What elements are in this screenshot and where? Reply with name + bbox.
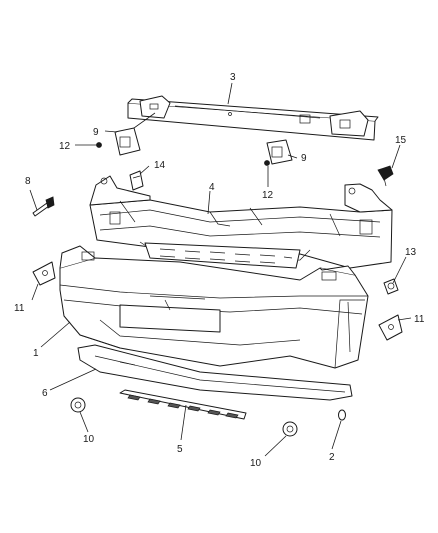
bumper-fascia [59,245,369,369]
callout-15: 15 [395,135,407,146]
leader-lines [29,82,412,457]
callout-8: 8 [25,176,31,187]
lamp-bracket-right [378,314,403,341]
bolt-part-8 [32,196,55,217]
plug-part-2 [338,409,346,421]
upper-crossmember [127,95,379,141]
lamp-bracket-left [32,261,56,286]
callout-2: 2 [329,452,335,463]
bracket-left [114,127,141,156]
callout-14: 14 [154,160,166,171]
bracket-right [266,139,293,165]
callout-1: 1 [33,348,39,359]
skid-strip [119,389,247,420]
callout-6: 6 [42,388,48,399]
lower-valance [77,344,353,401]
fog-lamp-left [70,397,86,413]
callout-3: 3 [230,72,236,83]
callout-5: 5 [177,444,183,455]
callout-11-right: 11 [414,314,425,325]
fog-lamp-plug [383,278,399,295]
callout-13: 13 [405,247,417,258]
screw-left [96,142,102,148]
bumper-reinforcement [89,175,393,269]
callout-11-left: 11 [14,303,25,314]
callout-12-right: 12 [262,190,274,201]
push-pin [377,165,394,187]
clip-part-14 [129,170,144,191]
callout-12-left: 12 [59,141,71,152]
callout-9-right: 9 [301,153,307,164]
callout-10-left: 10 [83,434,95,445]
callout-10-right: 10 [250,458,262,469]
callout-4: 4 [209,182,215,193]
fog-lamp-right [282,421,298,437]
screw-right [264,160,270,166]
callout-9-left: 9 [93,127,99,138]
